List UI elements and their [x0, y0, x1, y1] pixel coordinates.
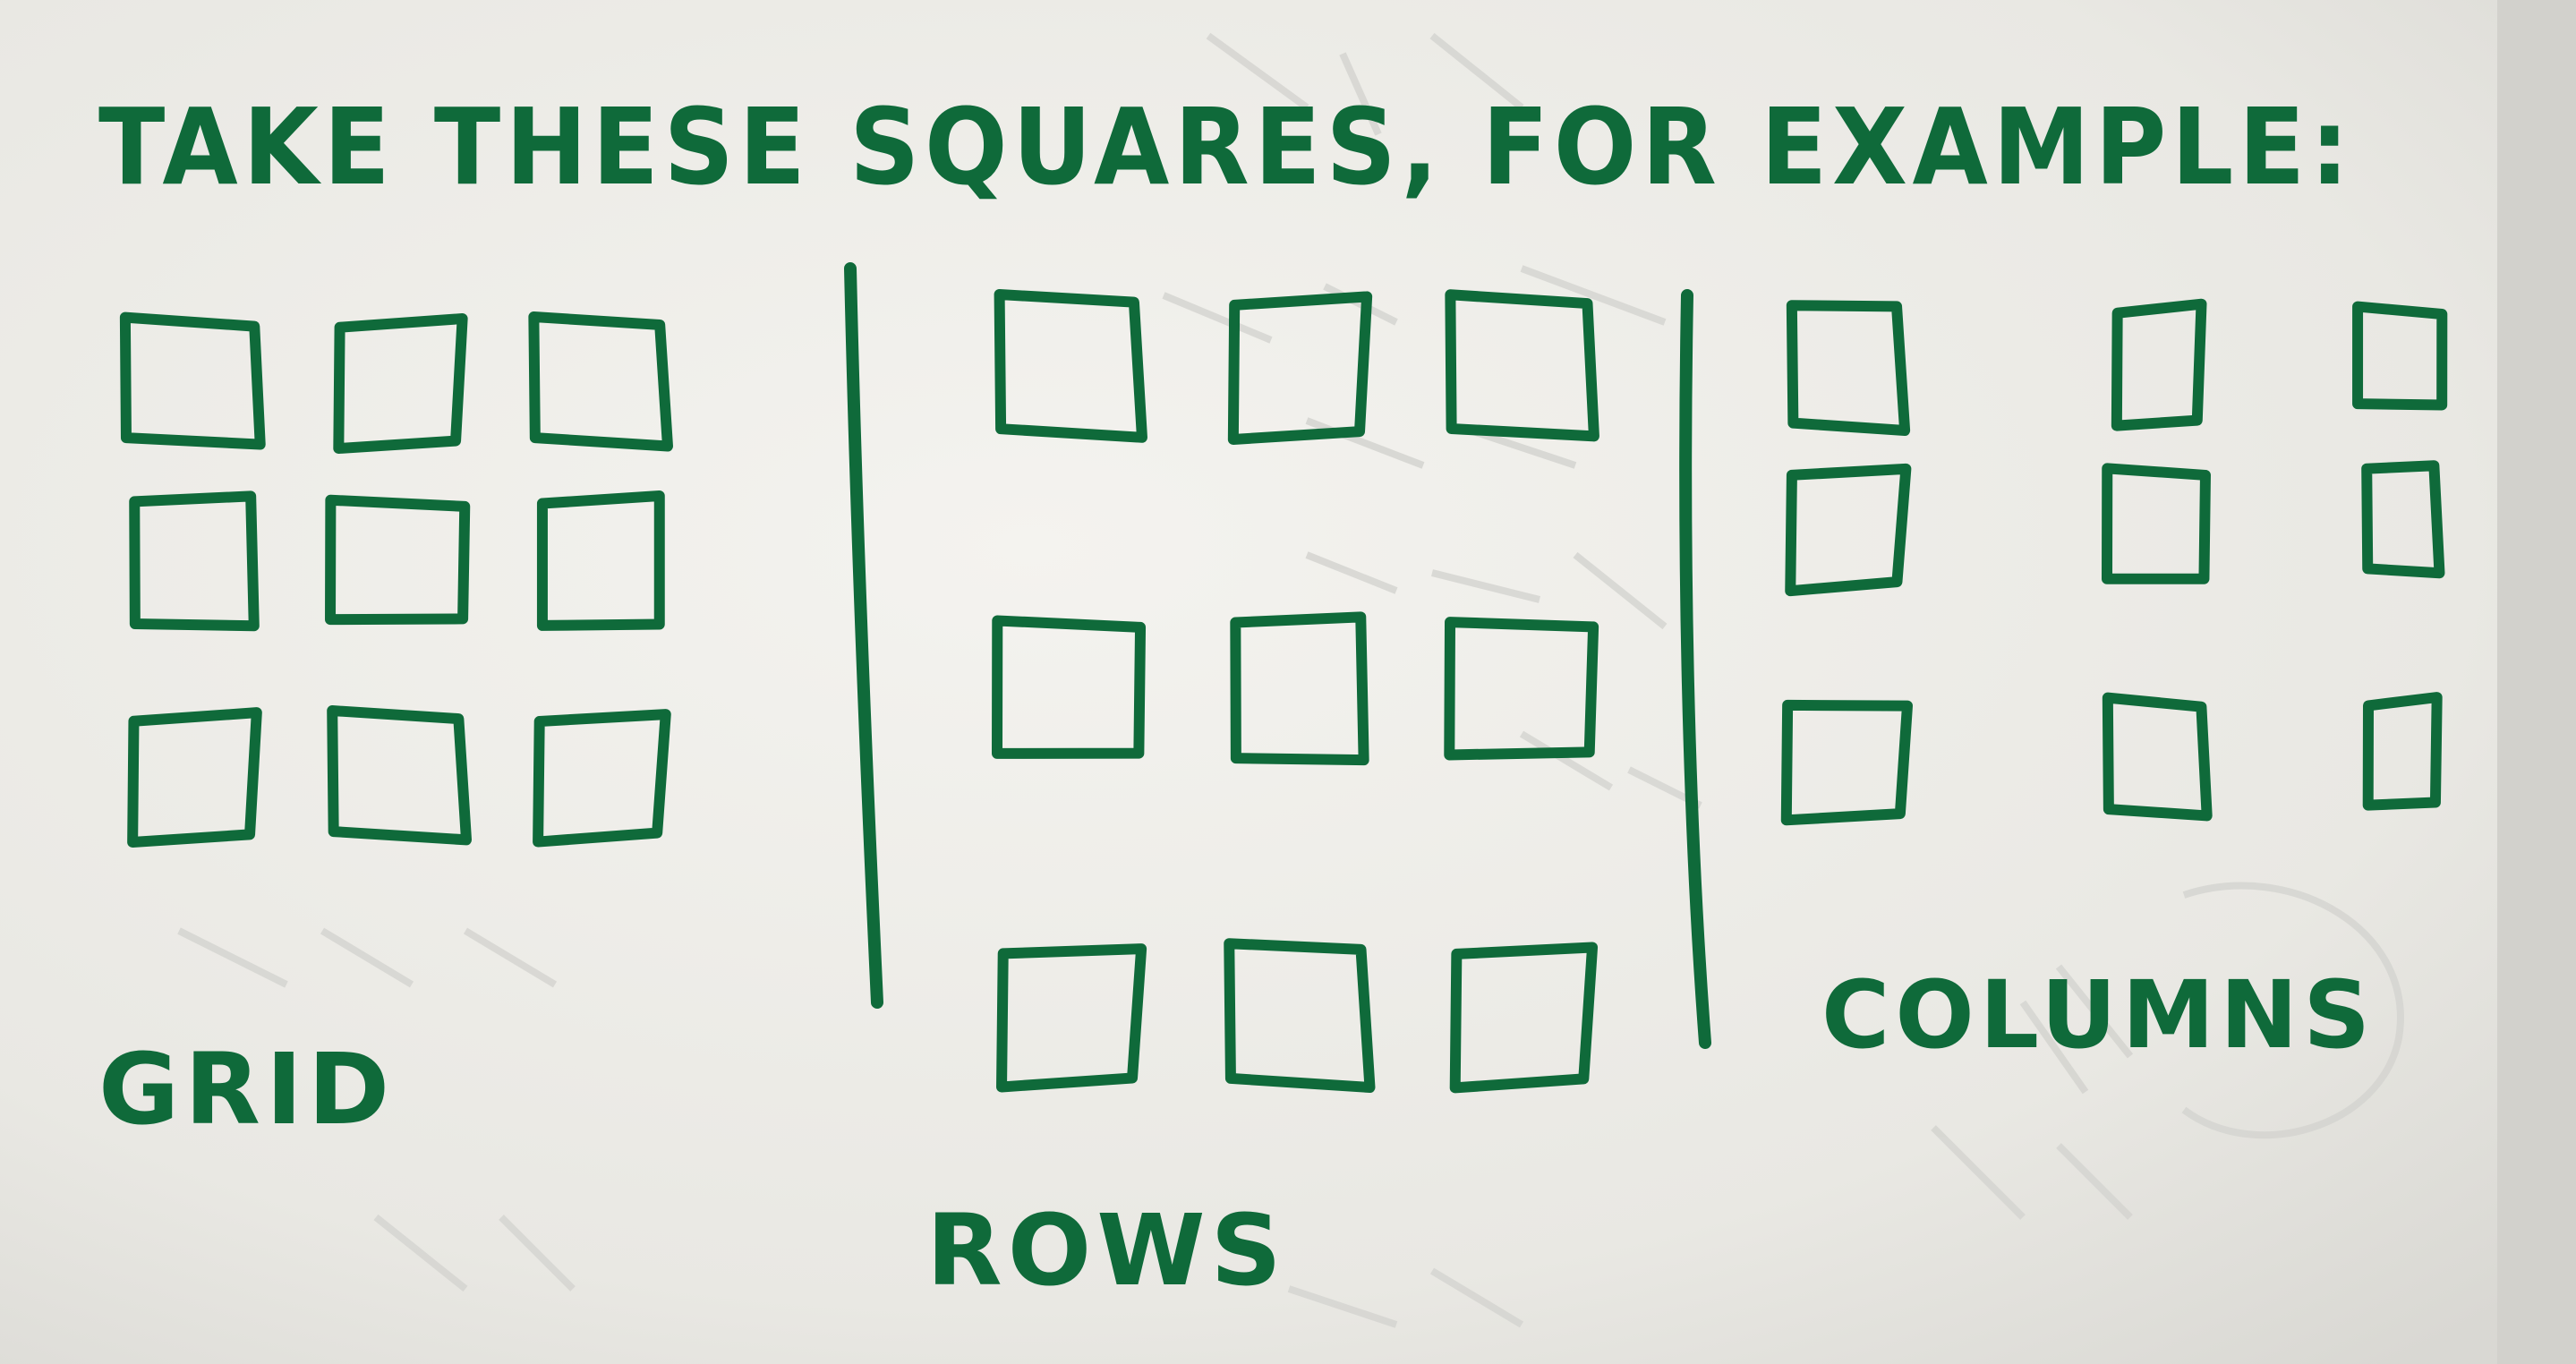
rows-sketch	[992, 289, 1599, 1094]
columns-square-2-3	[2361, 460, 2445, 579]
page-edge-shadow	[2497, 0, 2576, 1364]
grid-square-3-3	[533, 709, 671, 848]
grid-square-1-2	[333, 313, 468, 454]
rows-label: ROWS	[926, 1193, 1287, 1308]
columns-square-3-2	[2102, 692, 2213, 822]
rows-square-3-2	[1224, 938, 1376, 1094]
grid-square-3-1	[127, 707, 262, 848]
columns-square-1-3	[2352, 301, 2448, 411]
rows-square-1-2	[1227, 291, 1373, 445]
rows-square-2-3	[1444, 617, 1599, 761]
columns-sketch	[1780, 298, 2448, 826]
grid-square-2-2	[325, 494, 471, 626]
grid-sketch	[119, 311, 673, 848]
grid-square-1-1	[119, 311, 266, 450]
columns-square-2-1	[1785, 463, 1912, 597]
columns-square-2-2	[2102, 463, 2211, 584]
columns-square-3-1	[1780, 699, 1913, 826]
rows-square-1-3	[1445, 289, 1599, 442]
rows-square-3-3	[1449, 942, 1599, 1094]
columns-square-1-2	[2111, 298, 2207, 431]
rows-square-2-1	[992, 615, 1147, 759]
rows-square-3-1	[996, 943, 1147, 1093]
bleed-through-marks	[177, 32, 2404, 1328]
grid-square-3-2	[327, 705, 472, 846]
divider-left	[844, 262, 883, 1009]
divider-right	[1679, 289, 1711, 1049]
grid-square-2-3	[536, 490, 665, 631]
grid-square-2-1	[129, 490, 260, 632]
heading-text: TAKE THESE SQUARES, FOR EXAMPLE:	[98, 85, 2354, 209]
grid-label: GRID	[98, 1032, 395, 1147]
columns-label: COLUMNS	[1821, 960, 2376, 1070]
grid-square-1-3	[528, 311, 673, 452]
columns-square-3-3	[2362, 692, 2443, 811]
rows-square-1-1	[994, 289, 1147, 443]
columns-square-1-1	[1786, 300, 1911, 436]
rows-square-2-2	[1230, 611, 1369, 766]
